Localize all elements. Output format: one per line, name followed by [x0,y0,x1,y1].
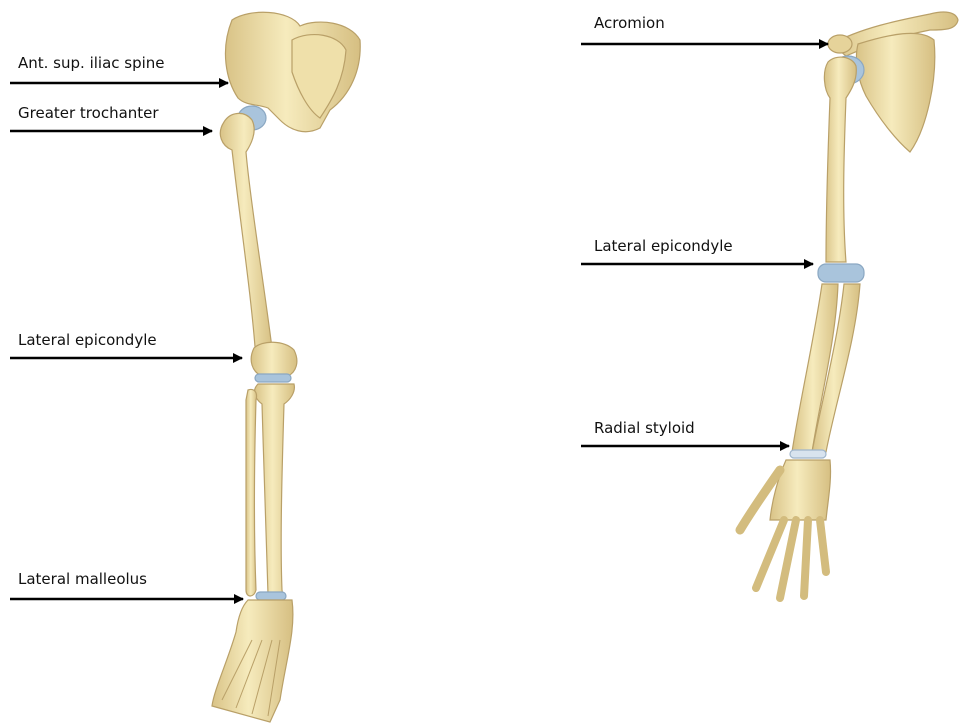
label-ant-sup-iliac-spine: Ant. sup. iliac spine [18,54,165,72]
scapula [856,33,934,152]
femur [220,113,273,362]
label-lateral-epicondyle-arm: Lateral epicondyle [594,237,733,255]
finger-index [756,520,784,588]
finger-little [820,520,826,572]
label-radial-styloid: Radial styloid [594,419,695,437]
elbow-cartilage [818,264,864,282]
label-greater-trochanter: Greater trochanter [18,104,159,122]
acromion-process [828,35,852,53]
humerus [824,57,856,262]
ankle-cartilage [256,592,286,600]
fibula [246,389,257,596]
wrist-cartilage [790,450,826,458]
lower-limb-bones [212,12,360,722]
foot [212,600,293,722]
upper-limb-bones [740,12,958,598]
knee-cartilage [255,374,291,382]
femur-condyles [251,342,297,376]
finger-ring [804,520,808,596]
label-acromion: Acromion [594,14,665,32]
tibia [255,384,295,597]
label-lateral-malleolus: Lateral malleolus [18,570,147,588]
label-lateral-epicondyle-leg: Lateral epicondyle [18,331,157,349]
